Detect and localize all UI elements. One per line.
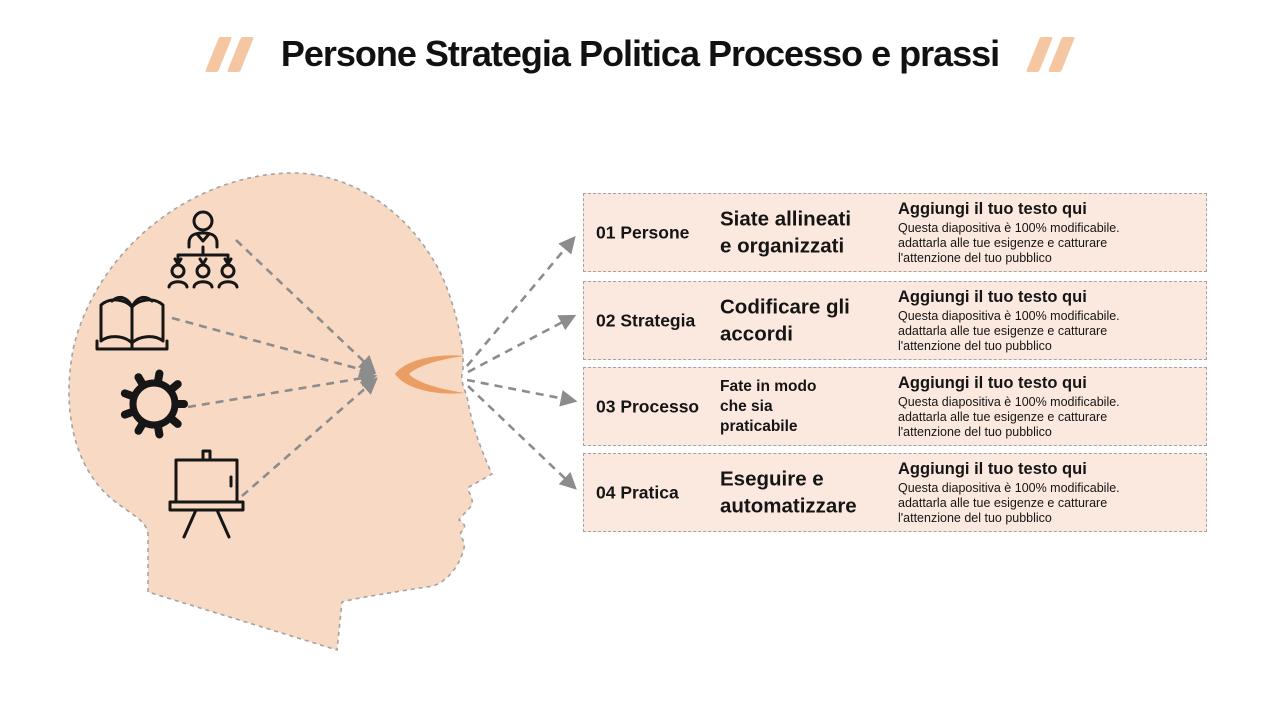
- gear-icon: [120, 369, 188, 439]
- row-callout: Aggiungi il tuo testo qui Questa diaposi…: [898, 200, 1200, 266]
- row-callout: Aggiungi il tuo testo qui Questa diaposi…: [898, 288, 1200, 354]
- head-silhouette: [68, 172, 494, 652]
- connector-easel: [241, 377, 378, 497]
- row-callout: Aggiungi il tuo testo qui Questa diaposi…: [898, 374, 1200, 440]
- eye-swoosh-icon: [395, 355, 465, 394]
- slide-title: Persone Strategia Politica Processo e pr…: [280, 33, 1000, 75]
- callout-body: Questa diapositiva è 100% modificabile. …: [898, 480, 1120, 525]
- row-heading: Fate in modo che sia praticabile: [720, 377, 817, 435]
- callout-body: Questa diapositiva è 100% modificabile. …: [898, 308, 1120, 353]
- connector-row-1: [466, 236, 576, 367]
- connector-row-3: [466, 378, 578, 407]
- connector-org-chart: [235, 239, 376, 373]
- callout-title: Aggiungi il tuo testo qui: [898, 373, 1087, 392]
- process-row-2: 02 Strategia Codificare gli accordi Aggi…: [583, 281, 1207, 360]
- process-row-1: 01 Persone Siate allineati e organizzati…: [583, 193, 1207, 272]
- presentation-easel-icon: [168, 449, 245, 539]
- slide-header: Persone Strategia Politica Processo e pr…: [0, 26, 1280, 82]
- process-row-3: 03 Processo Fate in modo che sia pratica…: [583, 367, 1207, 446]
- connector-row-4: [467, 385, 577, 490]
- callout-body: Questa diapositiva è 100% modificabile. …: [898, 220, 1120, 265]
- row-number-label: 01 Persone: [596, 222, 690, 242]
- callout-title: Aggiungi il tuo testo qui: [898, 199, 1087, 218]
- row-callout: Aggiungi il tuo testo qui Questa diaposi…: [898, 460, 1200, 526]
- callout-title: Aggiungi il tuo testo qui: [898, 459, 1087, 478]
- org-chart-icon: [167, 210, 239, 289]
- connector-gear: [187, 370, 378, 409]
- callout-body: Questa diapositiva è 100% modificabile. …: [898, 394, 1120, 439]
- row-heading: Eseguire e automatizzare: [720, 466, 857, 518]
- row-number-label: 03 Processo: [596, 396, 700, 416]
- process-row-4: 04 Pratica Eseguire e automatizzare Aggi…: [583, 453, 1207, 532]
- open-book-icon: [95, 295, 169, 351]
- connector-book: [171, 316, 377, 378]
- row-number-label: 04 Pratica: [596, 482, 679, 502]
- callout-title: Aggiungi il tuo testo qui: [898, 287, 1087, 306]
- row-heading: Codificare gli accordi: [720, 294, 850, 346]
- row-heading: Siate allineati e organizzati: [720, 206, 852, 258]
- row-number-label: 02 Strategia: [596, 310, 696, 330]
- connector-row-2: [467, 314, 577, 374]
